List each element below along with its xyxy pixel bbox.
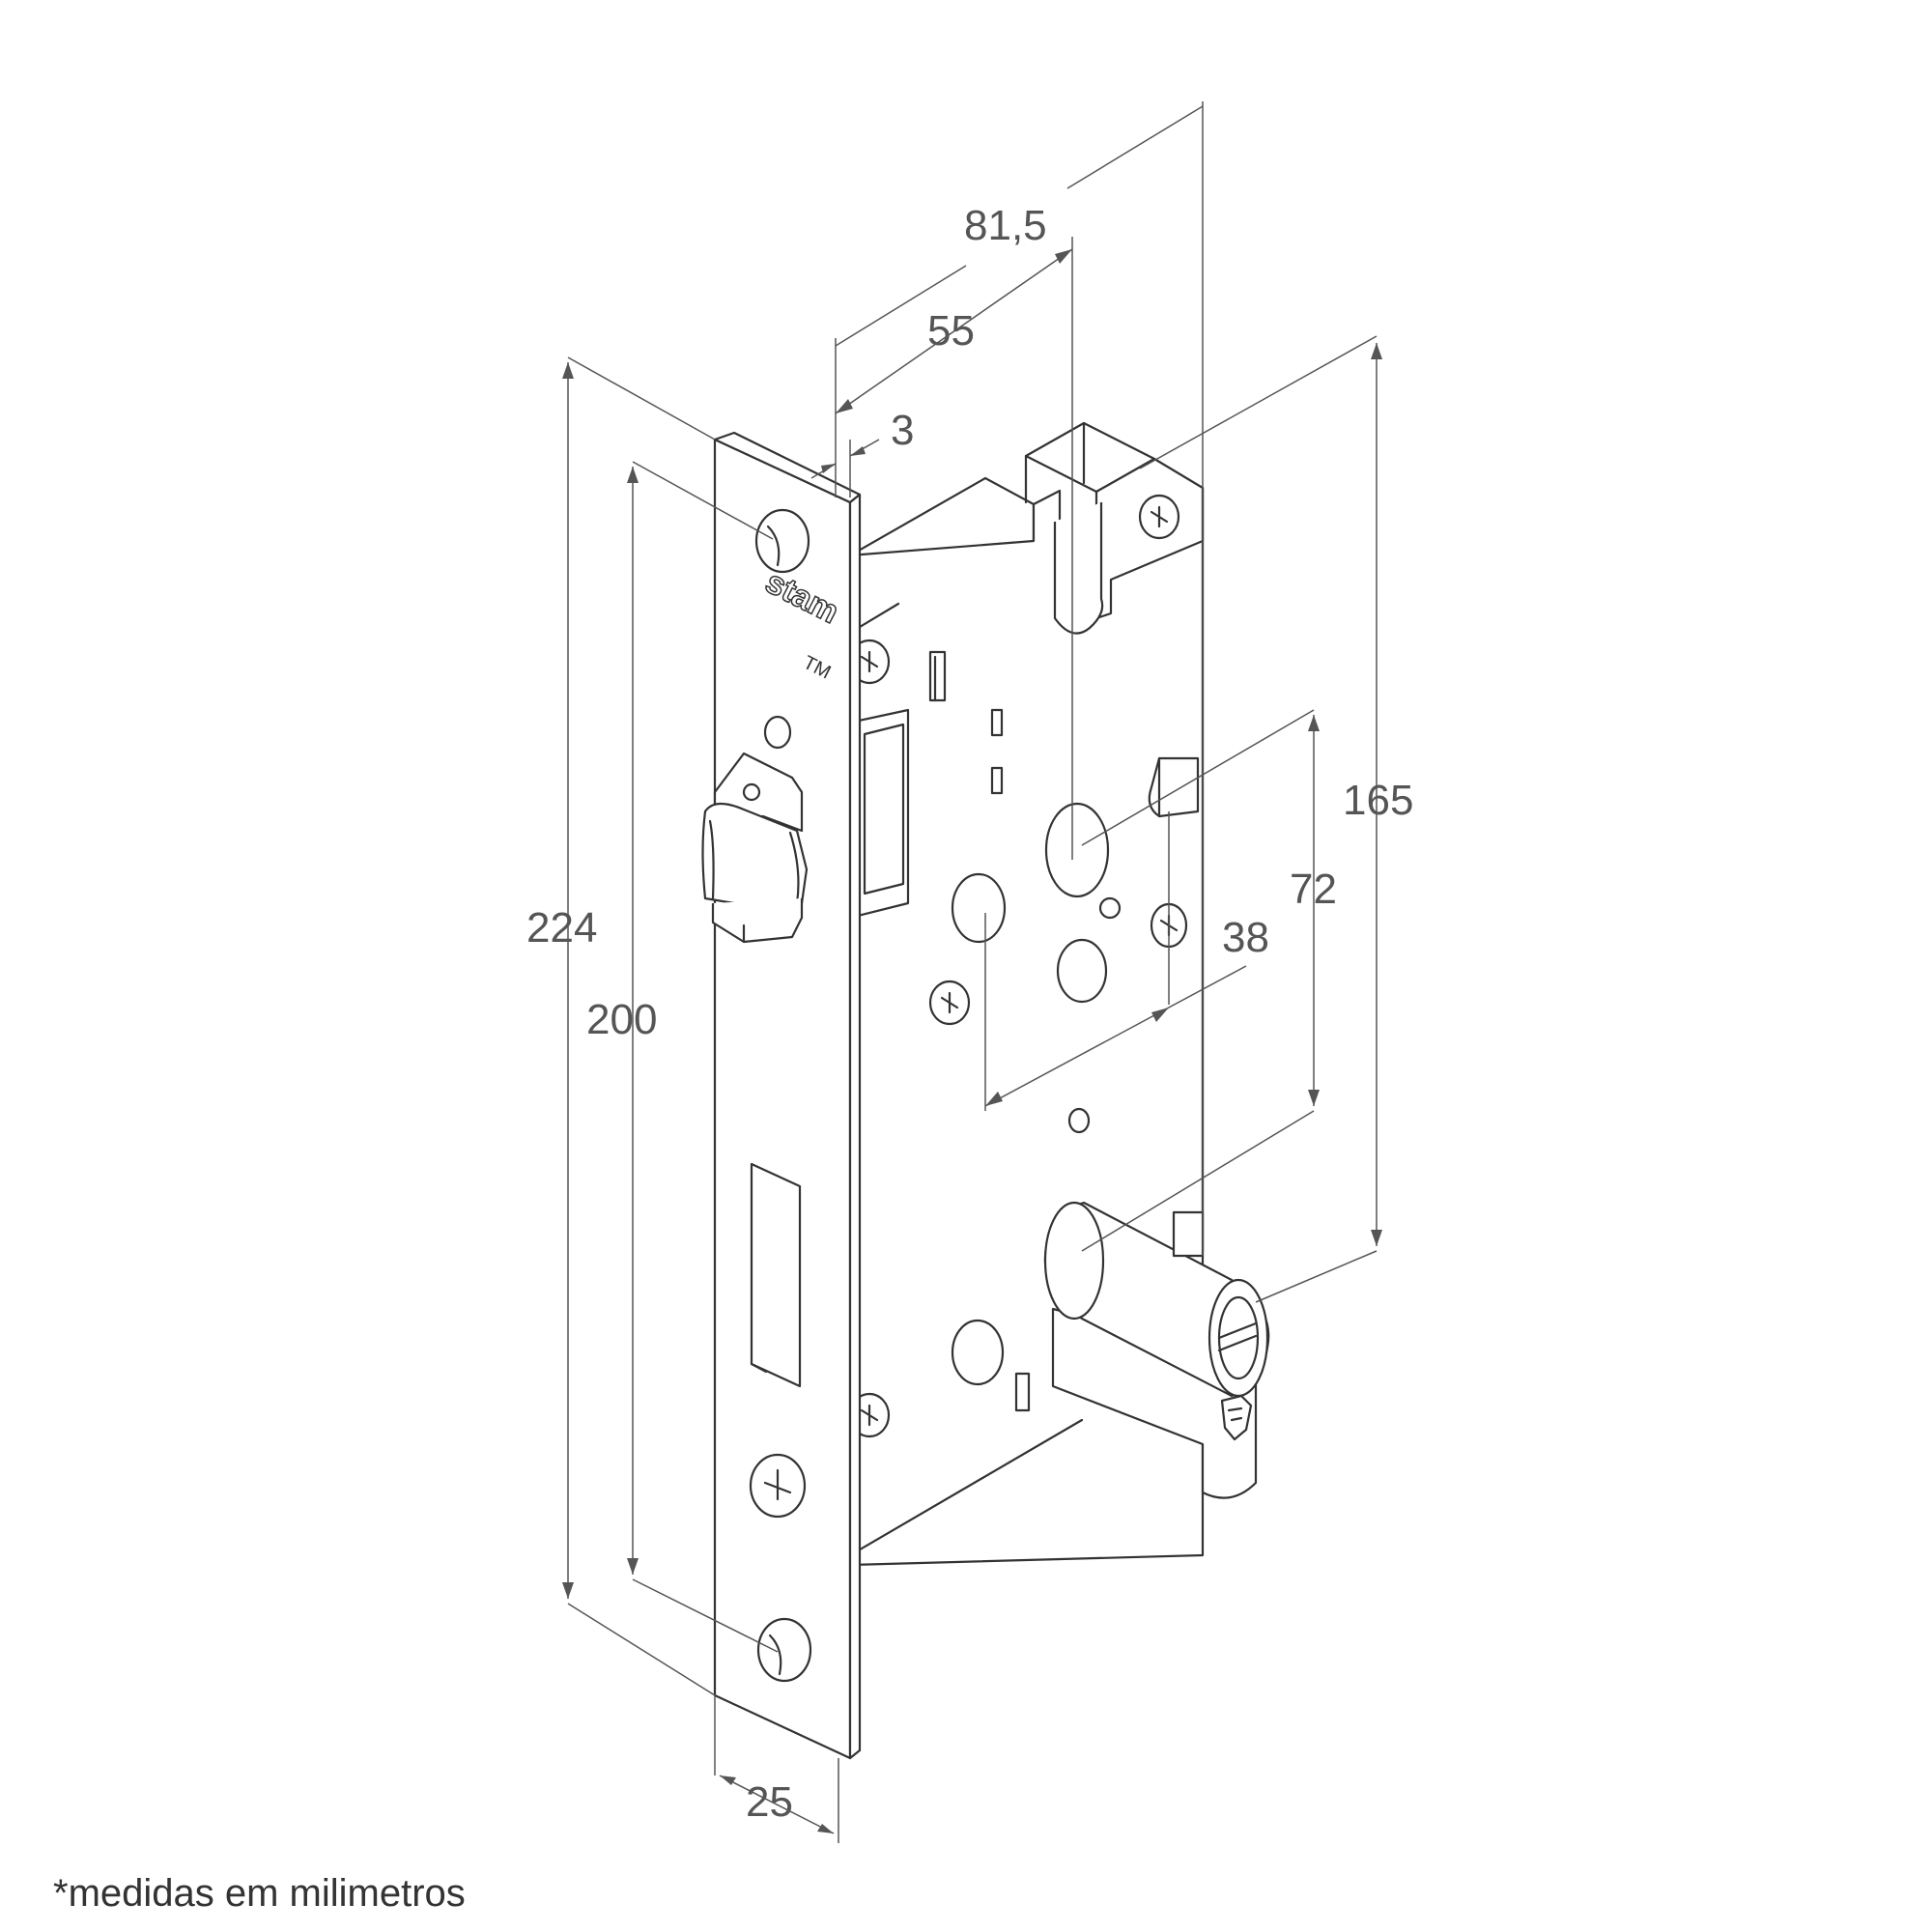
dim-200-label: 200 [586, 996, 657, 1043]
dim-3-label: 3 [891, 407, 914, 454]
cylinder-slot [1172, 1210, 1205, 1258]
faceplate-small-hole [763, 715, 792, 750]
oval-hole-1 [951, 872, 1007, 944]
slot-top [928, 650, 947, 702]
dim-38-label: 38 [1222, 914, 1269, 961]
faceplate-hole-bottom [756, 1617, 812, 1683]
faceplate: stam TM [701, 431, 862, 1760]
dim-224-label: 224 [526, 904, 597, 952]
deadbolt [750, 1162, 802, 1388]
faceplate-edge [848, 493, 862, 1760]
follower-hole [1044, 802, 1110, 898]
small-hole-1 [1098, 896, 1122, 920]
dim-81-5-label: 81,5 [964, 202, 1047, 249]
slot-right [1157, 756, 1200, 818]
forend-slot [1053, 502, 1104, 635]
footnote: *medidas em milimetros [53, 1872, 466, 1915]
dimensions: 81,5 55 3 165 72 38 224 200 25 [526, 101, 1413, 1843]
hole-2 [1056, 938, 1108, 1004]
latch-window-inner [863, 723, 905, 895]
dim-165-label: 165 [1343, 777, 1413, 824]
oval-hole-2 [951, 1319, 1005, 1386]
dim-55-label: 55 [927, 307, 975, 355]
small-hole-3 [1067, 1107, 1091, 1134]
screw-icon [1138, 494, 1180, 540]
screw-icon [749, 1453, 807, 1519]
slit-bottom [1014, 1372, 1031, 1412]
shield-icon [1220, 1394, 1253, 1441]
faceplate-front [713, 438, 852, 1760]
cylinder-face-left [1043, 1201, 1105, 1321]
cylinder-body [1051, 1307, 1258, 1499]
slit-2 [990, 766, 1004, 795]
faceplate-hole-top [754, 508, 810, 574]
screw-icon [928, 980, 971, 1026]
dim-25-label: 25 [746, 1778, 793, 1826]
slit-1 [990, 708, 1004, 737]
euro-cylinder [1043, 1201, 1270, 1499]
dim-72-label: 72 [1290, 866, 1337, 913]
latch-bolt [701, 752, 809, 944]
